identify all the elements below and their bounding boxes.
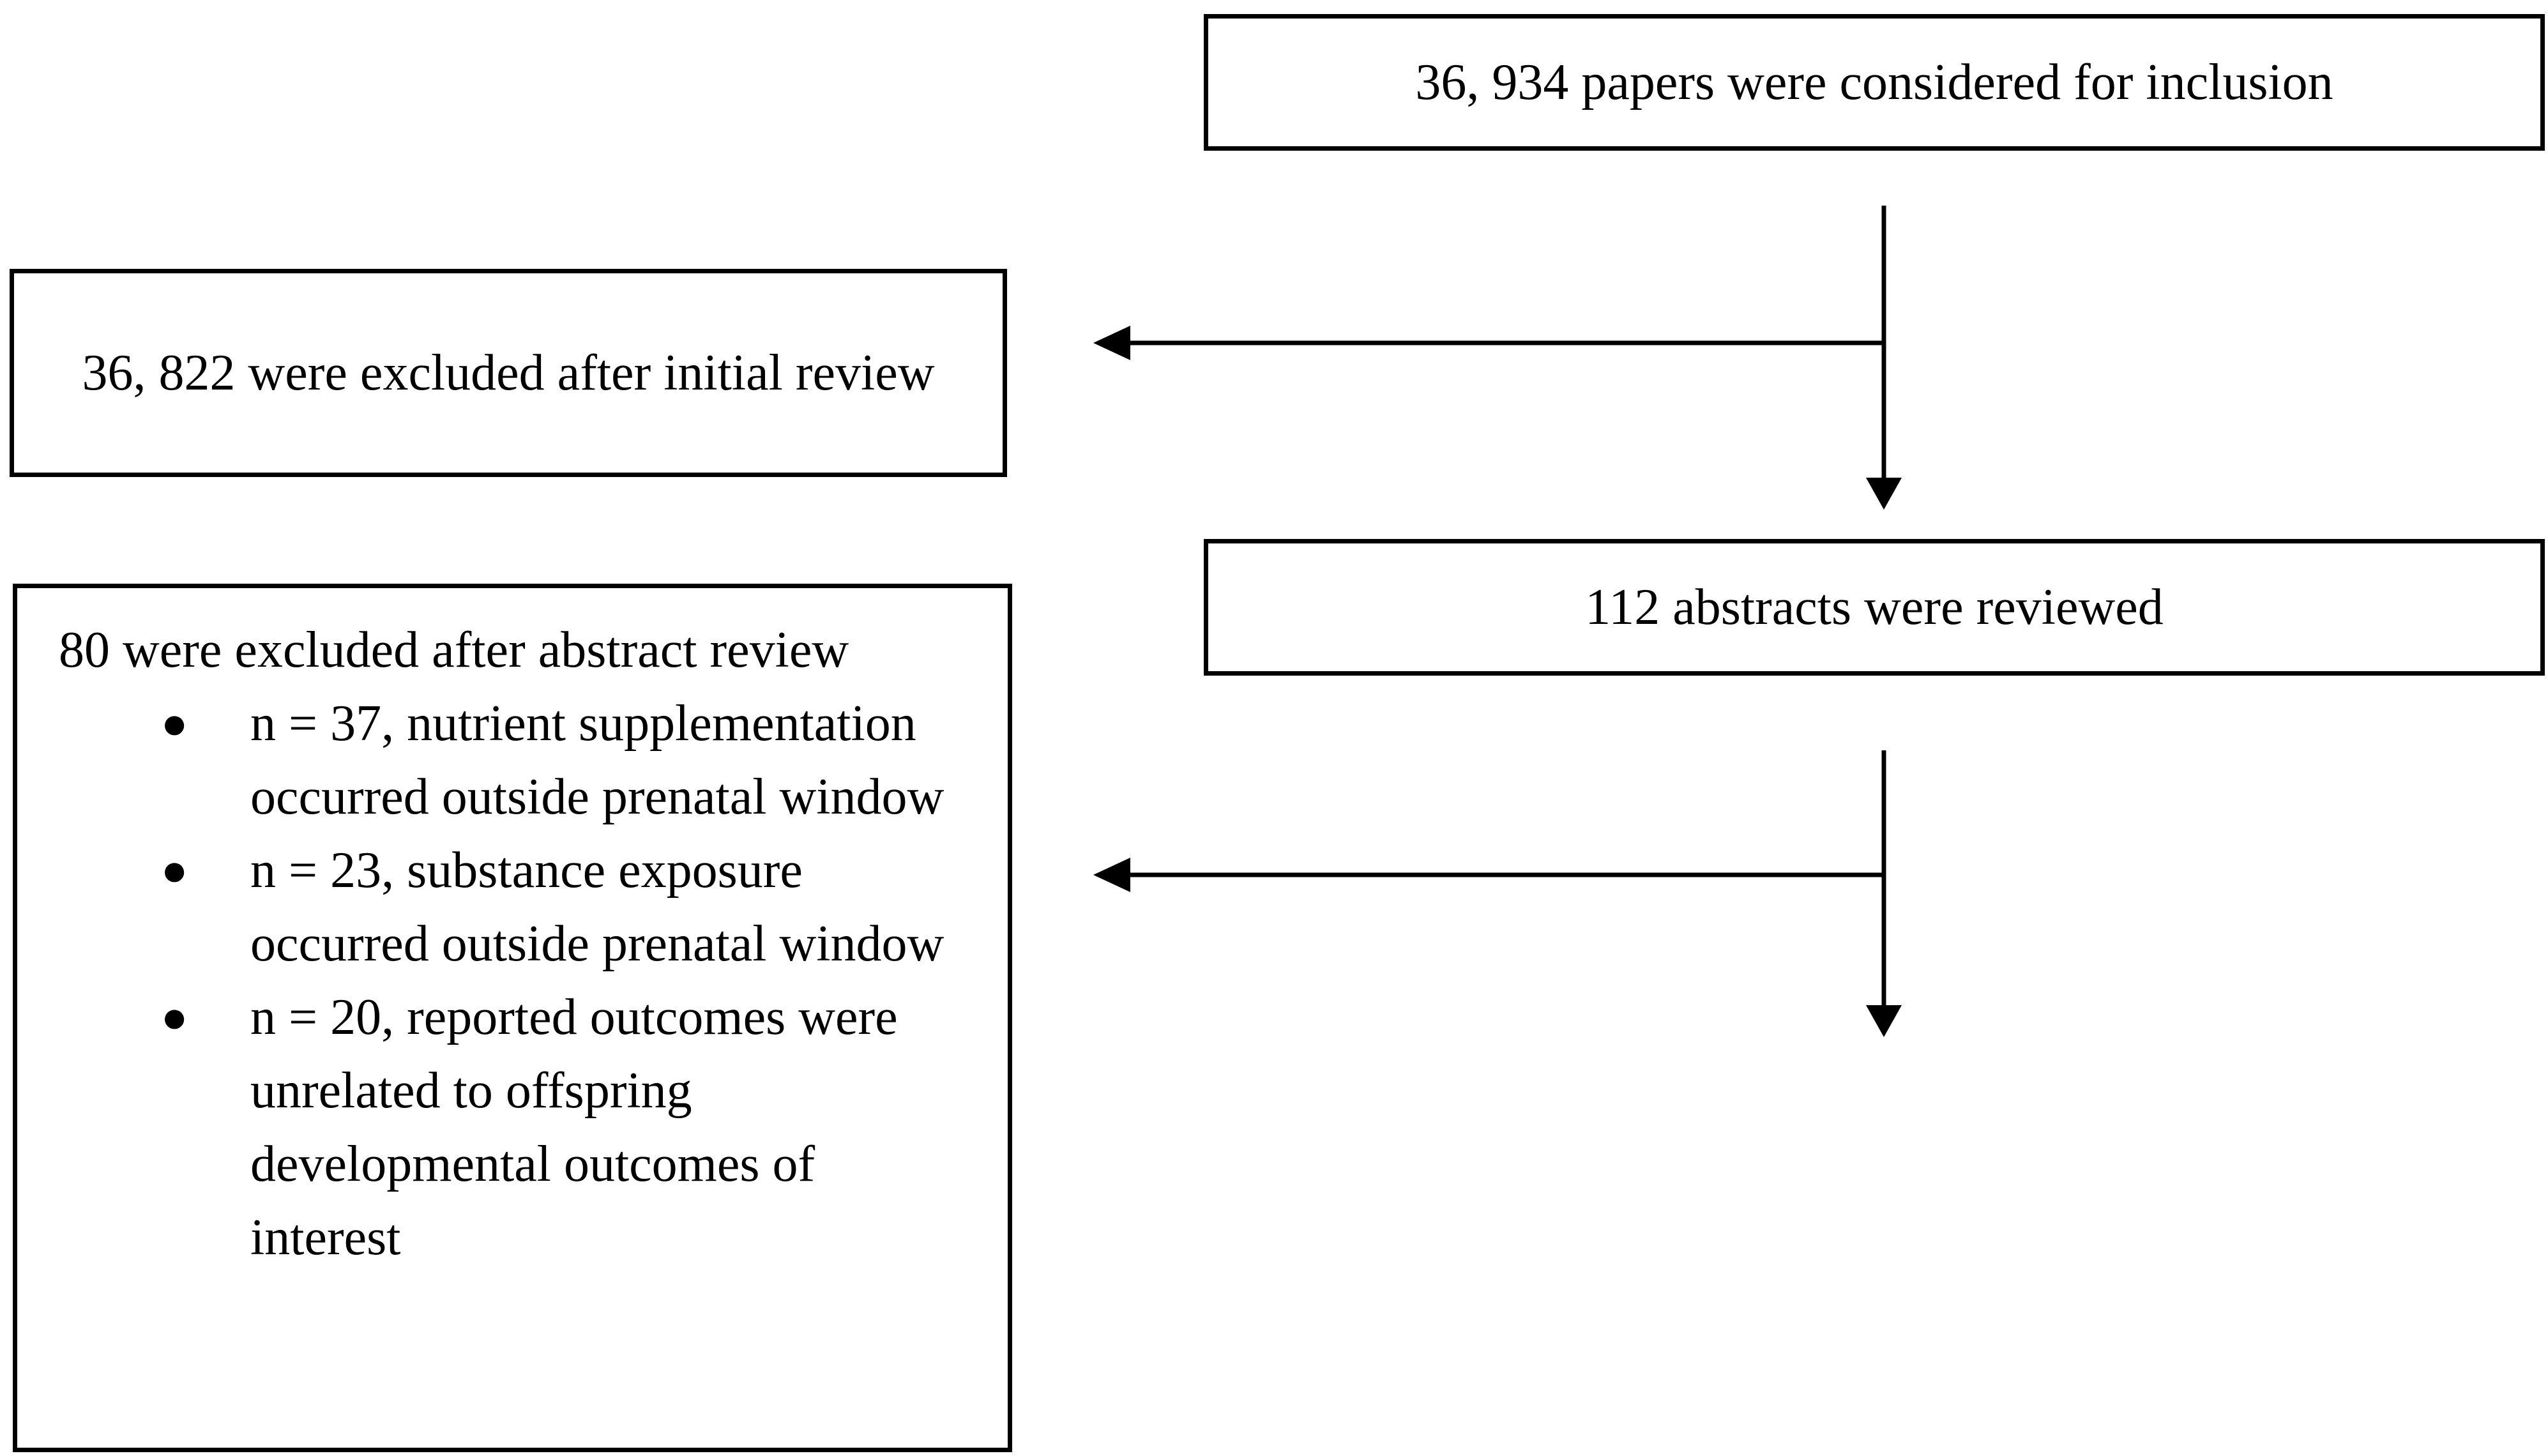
bullet-icon: ●: [161, 993, 188, 1042]
node-reviewed: 112 abstracts were reviewed: [1204, 539, 2545, 676]
node-considered: 36, 934 papers were considered for inclu…: [1204, 14, 2545, 151]
excluded-reason-item: ● n = 20, reported outcomes were unrelat…: [59, 981, 989, 1275]
arrowhead-down-icon: [1866, 478, 1902, 510]
excluded-reason-text: n = 20, reported outcomes were unrelated…: [250, 989, 898, 1266]
bullet-icon: ●: [161, 846, 188, 895]
arrowhead-left-icon: [1093, 326, 1130, 360]
node-excluded-initial-text: 36, 822 were excluded after initial revi…: [82, 344, 935, 401]
bullet-icon: ●: [161, 699, 188, 748]
excluded-reason-item: ● n = 37, nutrient supplementation occur…: [59, 687, 989, 834]
node-excluded-abstract: 80 were excluded after abstract review ●…: [13, 584, 1012, 1452]
node-reviewed-text: 112 abstracts were reviewed: [1585, 579, 2164, 635]
node-considered-text: 36, 934 papers were considered for inclu…: [1415, 54, 2333, 110]
arrowhead-left-icon: [1093, 858, 1130, 892]
excluded-reason-item: ● n = 23, substance exposure occurred ou…: [59, 834, 989, 981]
arrowhead-down-icon: [1866, 1005, 1902, 1037]
excluded-reason-text: n = 37, nutrient supplementation occurre…: [250, 695, 944, 825]
excluded-reason-text: n = 23, substance exposure occurred outs…: [250, 842, 944, 972]
node-excluded-initial: 36, 822 were excluded after initial revi…: [10, 269, 1007, 477]
excluded-reasons-list: ● n = 37, nutrient supplementation occur…: [59, 687, 989, 1275]
excluded-abstract-heading: 80 were excluded after abstract review: [59, 622, 849, 678]
